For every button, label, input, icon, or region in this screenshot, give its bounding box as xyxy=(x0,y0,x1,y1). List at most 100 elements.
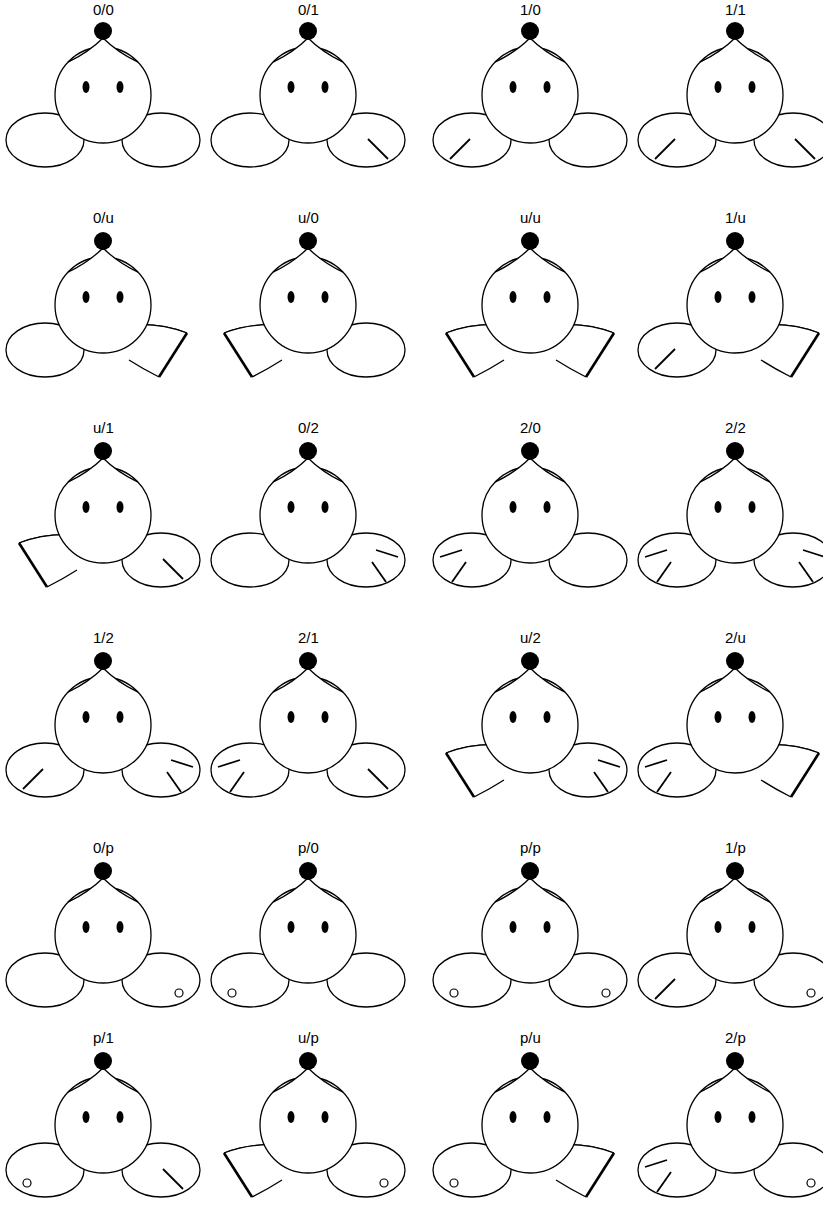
mark-line xyxy=(163,1169,183,1189)
figure xyxy=(446,232,614,377)
flipper-edge xyxy=(47,570,77,587)
mark-line xyxy=(645,760,667,767)
top-dot xyxy=(726,22,744,40)
figure-label: 2/u xyxy=(725,630,746,645)
eye xyxy=(749,1111,756,1123)
eye xyxy=(117,291,124,303)
figure xyxy=(211,652,405,797)
flipper-edge xyxy=(791,333,819,377)
head-fill xyxy=(700,248,770,272)
figure xyxy=(6,232,187,377)
figure xyxy=(211,22,405,167)
ring-mark xyxy=(23,1179,31,1187)
figure xyxy=(638,862,823,1007)
mark-line xyxy=(171,760,193,767)
eye xyxy=(510,81,517,93)
flipper-edge xyxy=(19,543,47,587)
eye xyxy=(749,291,756,303)
flipper-edge xyxy=(474,780,504,797)
head-fill xyxy=(273,1068,343,1092)
figure-label: 0/1 xyxy=(298,2,319,17)
eye xyxy=(510,711,517,723)
head-outline xyxy=(700,248,770,272)
mark-line xyxy=(163,559,183,579)
flipper-edge xyxy=(791,753,819,797)
figure-label: p/0 xyxy=(298,840,319,855)
flipper-edge xyxy=(159,333,187,377)
figure-label: p/u xyxy=(520,1030,541,1045)
top-dot xyxy=(521,1052,539,1070)
top-dot xyxy=(521,22,539,40)
top-dot xyxy=(521,652,539,670)
flipper-edge xyxy=(586,1153,614,1197)
top-dot xyxy=(299,22,317,40)
flipper-edge xyxy=(761,360,791,377)
mark-line xyxy=(452,562,466,582)
eye xyxy=(544,711,551,723)
figure-label: 2/0 xyxy=(520,420,541,435)
ring-mark xyxy=(450,1179,458,1187)
head-outline xyxy=(68,668,138,692)
flipper-edge xyxy=(224,333,252,377)
mark-line xyxy=(368,769,388,789)
top-dot xyxy=(299,232,317,250)
head-fill xyxy=(700,458,770,482)
head-fill xyxy=(495,248,565,272)
eye xyxy=(715,1111,722,1123)
eye xyxy=(749,81,756,93)
ring-mark xyxy=(175,989,183,997)
figure-label: u/0 xyxy=(298,210,319,225)
eye xyxy=(544,291,551,303)
top-dot xyxy=(94,22,112,40)
eye xyxy=(544,501,551,513)
figure-label: 2/2 xyxy=(725,420,746,435)
eye xyxy=(288,1111,295,1123)
eye xyxy=(288,291,295,303)
head-fill xyxy=(495,458,565,482)
figure-label: 0/2 xyxy=(298,420,319,435)
ring-mark xyxy=(450,989,458,997)
head-outline xyxy=(700,878,770,902)
head-fill xyxy=(700,878,770,902)
figure xyxy=(446,652,627,797)
head-outline xyxy=(700,1068,770,1092)
eye xyxy=(83,291,90,303)
head-outline xyxy=(273,38,343,62)
head-outline xyxy=(495,458,565,482)
head-fill xyxy=(68,38,138,62)
head-fill xyxy=(273,458,343,482)
eye xyxy=(117,1111,124,1123)
eye xyxy=(544,81,551,93)
top-dot xyxy=(299,442,317,460)
figure-label: 1/0 xyxy=(520,2,541,17)
head-outline xyxy=(68,878,138,902)
top-dot xyxy=(726,442,744,460)
head-outline xyxy=(495,878,565,902)
eye xyxy=(117,711,124,723)
eye xyxy=(83,501,90,513)
figure-label: 1/2 xyxy=(93,630,114,645)
head-fill xyxy=(700,1068,770,1092)
head-fill xyxy=(273,248,343,272)
eye xyxy=(544,921,551,933)
flipper-edge xyxy=(556,1180,586,1197)
mark-line xyxy=(803,550,823,557)
eye xyxy=(322,921,329,933)
head-outline xyxy=(273,668,343,692)
top-dot xyxy=(94,862,112,880)
figure xyxy=(19,442,200,587)
top-dot xyxy=(521,442,539,460)
head-fill xyxy=(495,878,565,902)
head-fill xyxy=(68,1068,138,1092)
figure xyxy=(638,22,823,167)
mark-line xyxy=(23,769,43,789)
figure xyxy=(211,442,405,587)
eye xyxy=(288,501,295,513)
eye xyxy=(715,81,722,93)
flipper-edge xyxy=(446,333,474,377)
figure xyxy=(433,22,627,167)
eye xyxy=(117,81,124,93)
mark-line xyxy=(655,979,675,999)
mark-line xyxy=(218,760,240,767)
